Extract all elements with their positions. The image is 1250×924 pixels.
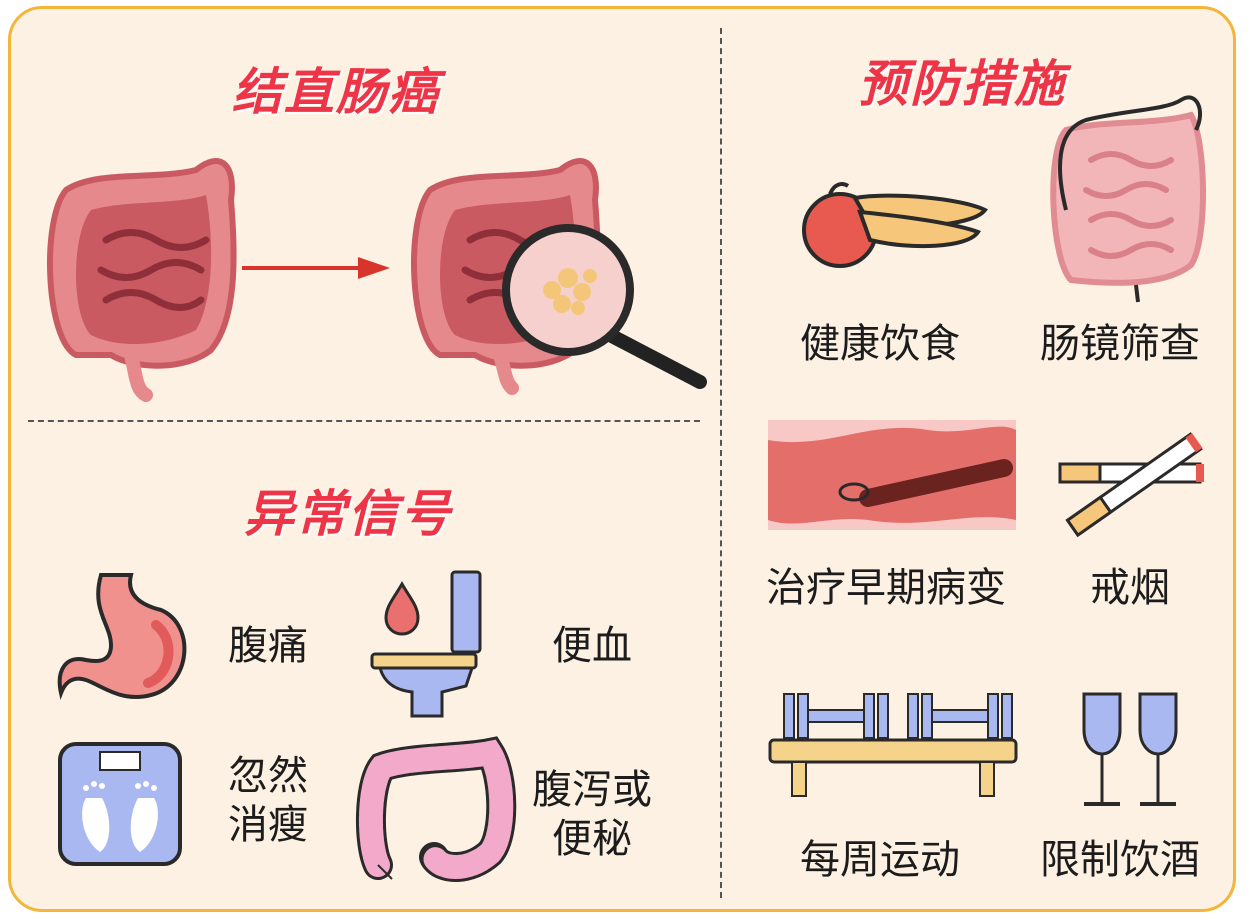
colonoscope-icon [1050,95,1206,303]
polyp-removal-icon [768,420,1016,530]
toilet-blood-icon [370,570,482,718]
fruit-icon [802,182,989,268]
colon-icon [355,736,517,883]
measure-label-quit-smoking: 戒烟 [1090,565,1170,611]
horizontal-divider [28,420,700,422]
cigarette-icon [1058,432,1204,538]
sign-label-diarrhea-line2: 便秘 [552,815,632,862]
stomach-icon [57,573,187,701]
measure-label-healthy-diet: 健康饮食 [800,321,960,367]
vertical-divider [720,28,722,898]
sign-label-weight-loss: 忽然 消瘦 [228,752,308,850]
measure-label-limit-alcohol: 限制饮酒 [1040,837,1200,883]
arrow-right-icon [242,257,390,279]
weight-scale-icon [58,742,182,866]
wine-glass-icon [1082,692,1178,806]
heading-colorectal-cancer: 结直肠癌 [232,63,440,121]
sign-label-weight-loss-line1: 忽然 [228,753,308,799]
sign-label-blood-in-stool: 便血 [552,623,632,669]
measure-label-exercise: 每周运动 [800,837,960,883]
healthy-intestine-icon [46,158,237,402]
infographic-card [8,6,1236,912]
sign-label-diarrhea-constipation: 腹泻或 便秘 [532,766,652,864]
sign-label-diarrhea-line1: 腹泻或 [532,767,652,813]
heading-prevention: 预防措施 [858,55,1066,113]
measure-label-colonoscopy: 肠镜筛查 [1040,321,1200,367]
tumor-magnifier-icon [410,158,707,395]
heading-warning-signs: 异常信号 [244,485,452,543]
measure-label-treat-lesions: 治疗早期病变 [766,565,1006,611]
dumbbell-icon [768,693,1018,797]
sign-label-abdominal-pain: 腹痛 [228,623,308,669]
sign-label-weight-loss-line2: 消瘦 [228,801,308,848]
